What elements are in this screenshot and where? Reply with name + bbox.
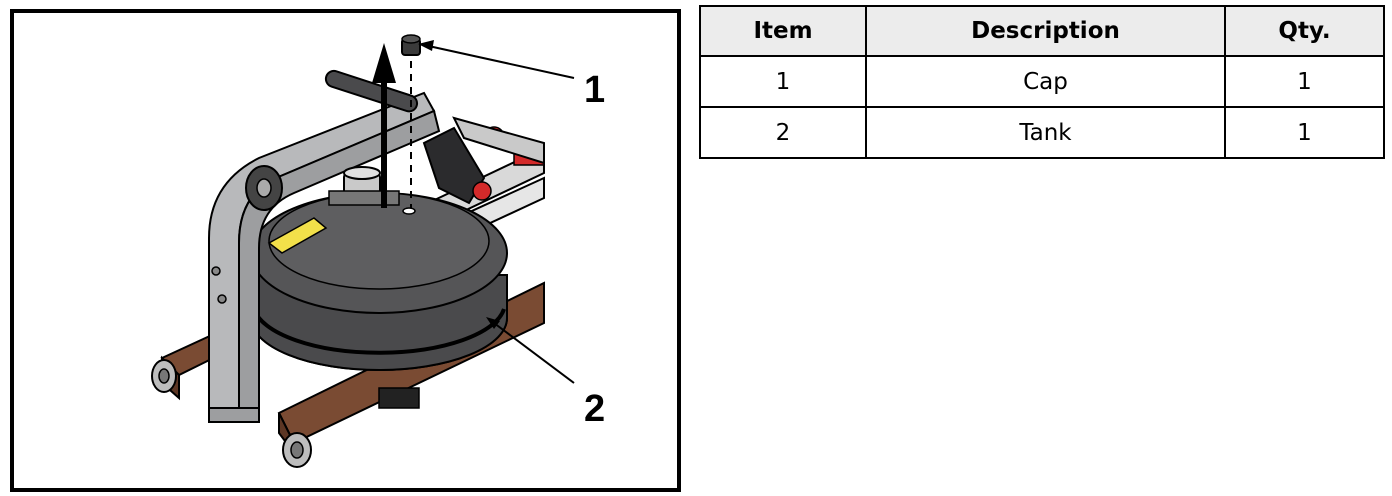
header-item: Item <box>699 5 867 57</box>
callout-1: 1 <box>584 69 606 111</box>
cell-item: 1 <box>699 55 867 108</box>
cell-description: Tank <box>865 106 1226 159</box>
parts-table: Item Description Qty. 1 Cap 1 2 Tank 1 <box>699 5 1385 159</box>
tank-drawing <box>250 192 508 371</box>
rowing-machine-drawing <box>151 34 575 468</box>
wheels <box>151 359 312 468</box>
cell-qty: 1 <box>1224 106 1385 159</box>
lift-arrow-icon <box>372 43 396 208</box>
header-qty: Qty. <box>1224 5 1385 57</box>
callout-leaders <box>418 40 575 384</box>
cell-description: Cap <box>865 55 1226 108</box>
table-row: 1 Cap 1 <box>699 55 1385 108</box>
monitor <box>422 116 545 205</box>
callout-2: 2 <box>584 388 606 430</box>
cell-qty: 1 <box>1224 55 1385 108</box>
table-header-row: Item Description Qty. <box>699 5 1385 57</box>
assembly-figure: 1 2 <box>10 9 681 492</box>
frame <box>208 91 441 423</box>
cell-item: 2 <box>699 106 867 159</box>
cap-drawing <box>401 34 421 208</box>
header-description: Description <box>865 5 1226 57</box>
handle <box>324 69 419 113</box>
table-row: 2 Tank 1 <box>699 106 1385 159</box>
